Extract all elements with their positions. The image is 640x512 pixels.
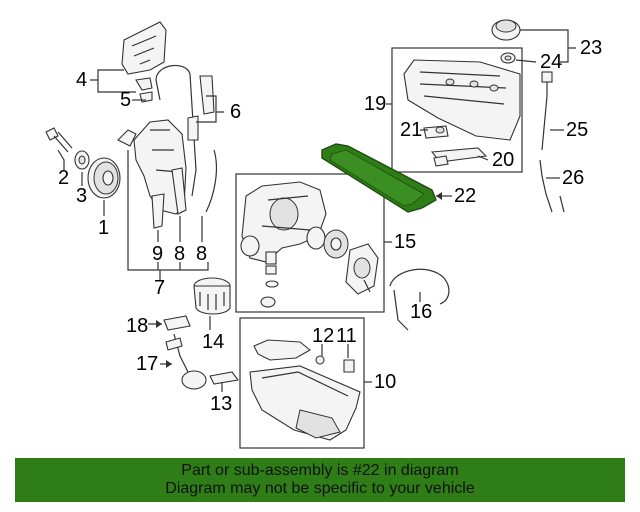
oil-pump-front-cover	[240, 181, 327, 263]
bracket-small	[117, 129, 137, 147]
callout-11: 11	[336, 325, 357, 347]
oil-cap-seal-24	[500, 52, 516, 64]
guide-9	[151, 193, 165, 229]
gasket-5	[135, 77, 153, 103]
callout-24: 24	[540, 51, 562, 73]
tensioner-rail-8	[171, 149, 217, 215]
callout-2: 2	[58, 167, 69, 189]
callout-9: 9	[152, 243, 163, 265]
callout-17: 17	[136, 353, 158, 375]
callout-18: 18	[126, 315, 148, 337]
dipstick-25	[541, 71, 553, 151]
pulley-1	[87, 157, 121, 199]
box-15	[235, 173, 385, 313]
callout-23: 23	[580, 37, 602, 59]
oil-pan-baffle	[253, 339, 311, 361]
banner-line-2: Diagram may not be specific to your vehi…	[165, 480, 475, 497]
oil-filter-14	[193, 277, 231, 315]
banner-line-1: Part or sub-assembly is #22 in diagram	[181, 462, 459, 479]
oil-strainer-17	[165, 333, 207, 390]
oil-pan-10	[249, 365, 361, 441]
callout-25: 25	[566, 119, 588, 141]
dipstick-tube-26	[539, 159, 565, 213]
washer-3	[74, 150, 90, 170]
grommet-21	[423, 125, 449, 139]
callout-5: 5	[120, 89, 131, 111]
timing-chain	[155, 64, 197, 197]
timing-cover-upper	[121, 21, 167, 75]
callout-21: 21	[400, 119, 422, 141]
pump-cover-plate	[345, 243, 379, 295]
oil-filler-cap-23	[491, 19, 521, 41]
box-10	[239, 317, 365, 449]
callout-15: 15	[394, 231, 416, 253]
callout-10: 10	[374, 371, 396, 393]
drain-bolt-11	[343, 359, 355, 373]
callout-22: 22	[454, 185, 476, 207]
callout-7: 7	[154, 277, 165, 299]
valve-cover-19	[403, 59, 521, 141]
callout-16: 16	[410, 301, 432, 323]
callout-13: 13	[210, 393, 232, 415]
valve-cover-gasket-22	[321, 143, 437, 213]
spark-plug-gasket-20	[430, 147, 488, 167]
callout-8a: 8	[174, 243, 185, 265]
chain-guides-6	[187, 75, 215, 141]
pump-small-parts	[260, 251, 371, 308]
strainer-gasket-18	[163, 315, 191, 331]
callout-8b: 8	[196, 243, 207, 265]
callout-19: 19	[364, 93, 386, 115]
pump-rotor	[306, 226, 349, 259]
callout-3: 3	[76, 185, 87, 207]
callout-26: 26	[562, 167, 584, 189]
callout-6: 6	[230, 101, 241, 123]
bolt-2	[45, 127, 73, 153]
parts-diagram: 4 5 6 2 3 1 9 8 8 7 15 16	[45, 19, 602, 449]
callout-12: 12	[312, 325, 334, 347]
drain-plug-12	[315, 355, 325, 365]
callout-1: 1	[98, 217, 109, 239]
rear-seal-gasket-16	[389, 268, 450, 331]
callout-14: 14	[202, 331, 224, 353]
callout-20: 20	[492, 149, 514, 171]
gasket-13	[209, 371, 239, 385]
info-banner: Part or sub-assembly is #22 in diagram D…	[15, 458, 625, 502]
box-19	[391, 47, 523, 173]
callout-4: 4	[76, 69, 87, 91]
